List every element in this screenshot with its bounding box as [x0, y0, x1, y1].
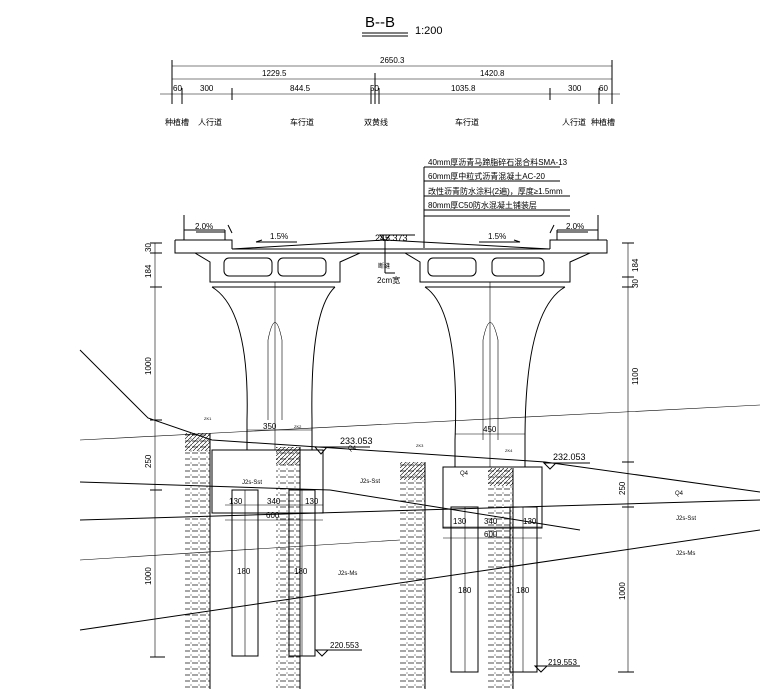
layer-1: 40mm厚沥青马蹄脂碎石混合料SMA-13 [428, 157, 568, 167]
pile-dim: 180 [294, 567, 308, 576]
stratum-label: Q4 [675, 491, 684, 497]
right-pier: 450 [424, 282, 566, 467]
right-ground-elevation: 232.053 [553, 452, 586, 462]
zone-label: 双黄线 [364, 117, 388, 127]
stratum-label: J2s-Ms [676, 551, 695, 557]
dim-seg: 300 [568, 84, 582, 93]
borehole-zk1 [185, 433, 210, 689]
zone-label: 种植槽 [165, 117, 189, 127]
right-pile-tip-elevation: 219.553 [548, 658, 577, 667]
zone-label: 车行道 [455, 117, 479, 127]
top-dimensions: 2650.3 1229.5 1420.8 60 300 844.5 50 103… [160, 56, 620, 104]
dim-seg: 60 [599, 84, 608, 93]
dim-seg: 300 [200, 84, 214, 93]
layer-4: 80mm厚C50防水混凝土铺装层 [428, 200, 537, 210]
borehole-label: ZK2 [294, 424, 302, 429]
pile-dim: 180 [237, 567, 251, 576]
left-ground-elevation: 233.053 [340, 436, 373, 446]
right-vertical-dimensions: 184 30 1100 250 1000 [618, 242, 640, 673]
borehole-zk2 [276, 447, 300, 689]
left-pile-cap [211, 449, 324, 514]
left-pile-tip-elevation: 220.553 [330, 641, 359, 650]
right-foundation: 130 340 130 600 180 180 232.053 219.553 [442, 452, 590, 673]
borehole-label: ZK1 [204, 416, 212, 421]
joint-width: 2cm宽 [377, 275, 400, 285]
zone-label: 车行道 [290, 117, 314, 127]
zone-label: 人行道 [562, 117, 586, 127]
stratum-label: J2s-Sst [360, 479, 380, 485]
left-pier: 350 [211, 282, 336, 450]
dim: 1100 [631, 367, 640, 385]
borehole-zk3 [400, 462, 425, 689]
dim: 184 [144, 264, 153, 278]
right-road-slope: 1.5% [488, 232, 506, 241]
cap-width: 600 [484, 530, 498, 539]
dim-seg: 50 [370, 84, 379, 93]
stratum-label: Q4 [348, 446, 357, 452]
dim-total: 2650.3 [380, 56, 405, 65]
borehole-zk4 [488, 468, 513, 689]
dim-left-half: 1229.5 [262, 69, 287, 78]
dim-seg: 844.5 [290, 84, 311, 93]
borehole-label: ZK4 [505, 448, 513, 453]
cap-width: 600 [266, 511, 280, 520]
dim: 30 [144, 243, 153, 252]
left-road-slope: 1.5% [270, 232, 288, 241]
zone-labels: 种植槽 人行道 车行道 双黄线 车行道 人行道 种植槽 [165, 117, 615, 127]
layer-2: 60mm厚中粒式沥青混凝土AC-20 [428, 171, 545, 181]
dim-seg: 60 [173, 84, 182, 93]
bridge-deck: 245.373 断缝 2cm宽 2.0% 2.0% 1.5% 1.5% [174, 215, 608, 285]
left-vertical-dimensions: 30 184 1000 250 1000 [144, 242, 165, 658]
cap-dim: 130 [305, 497, 319, 506]
dim: 30 [631, 279, 640, 288]
section-name: B--B [365, 14, 395, 31]
center-elevation: 245.373 [375, 233, 408, 243]
pavement-layers-callout: 40mm厚沥青马蹄脂碎石混合料SMA-13 60mm厚中粒式沥青混凝土AC-20… [423, 157, 570, 248]
stratum-label: Q4 [460, 471, 469, 477]
dim: 250 [144, 454, 153, 468]
dim-seg: 1035.8 [451, 84, 476, 93]
zone-label: 种植槽 [591, 117, 615, 127]
section-title: B--B 1:200 [362, 14, 443, 37]
left-pier-width: 350 [263, 422, 277, 431]
stratum-label: J2s-Sst [242, 480, 262, 486]
dim: 184 [631, 258, 640, 272]
cap-dim: 340 [484, 517, 498, 526]
left-foundation: 130 340 130 600 180 180 233.053 220.553 [211, 436, 373, 657]
stratum-label: J2s-Sst [676, 516, 696, 522]
right-pier-width: 450 [483, 425, 497, 434]
dim-right-half: 1420.8 [480, 69, 505, 78]
right-pile [450, 506, 479, 673]
joint-label: 断缝 [378, 262, 390, 270]
right-pile-cap [442, 466, 543, 529]
dim: 250 [618, 481, 627, 495]
cap-dim: 340 [267, 497, 281, 506]
pile-dim: 180 [516, 586, 530, 595]
cap-dim: 130 [453, 517, 467, 526]
borehole-label: ZK3 [416, 443, 424, 448]
right-pile [509, 506, 538, 673]
pile-dim: 180 [458, 586, 472, 595]
left-sidewalk-slope: 2.0% [195, 222, 213, 231]
dim: 1000 [144, 567, 153, 585]
zone-label: 人行道 [198, 117, 222, 127]
cap-dim: 130 [229, 497, 243, 506]
dim: 1000 [144, 357, 153, 375]
boreholes: ZK1 ZK2 ZK3 ZK4 [185, 416, 514, 689]
cap-dim: 130 [523, 517, 537, 526]
right-sidewalk-slope: 2.0% [566, 222, 584, 231]
layer-3: 改性沥青防水涂料(2遍)，厚度≥1.5mm [428, 186, 563, 196]
dim: 1000 [618, 582, 627, 600]
section-scale: 1:200 [415, 25, 443, 37]
stratum-label: J2s-Ms [338, 571, 357, 577]
